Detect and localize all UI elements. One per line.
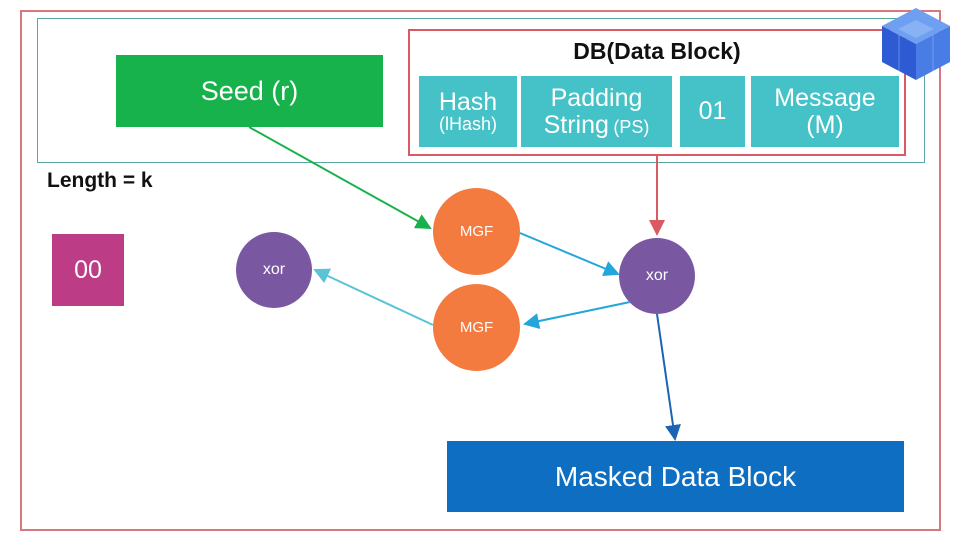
xor-to-mgf-arrow (523, 301, 631, 329)
string-cell-label: String (543, 110, 609, 139)
message-cell-sub: (M) (806, 110, 844, 139)
data-block-title: DB(Data Block) (573, 38, 741, 64)
hash-cell-label: Hash (438, 87, 498, 116)
separator-01-label: 01 (698, 97, 727, 126)
cube-logo-icon (878, 6, 954, 82)
mgf-bottom-node: MGF (433, 284, 520, 371)
seed-to-mgf-arrow (248, 126, 432, 229)
mgf-top-node: MGF (433, 188, 520, 275)
zero-byte-box: 00 (52, 234, 124, 306)
ps-cell-sub: (PS) (613, 116, 650, 137)
length-label: Length = k (47, 169, 153, 192)
outer-frame (20, 10, 941, 531)
seed-box: Seed (r) (116, 55, 383, 127)
hash-cell: Hash (lHash) (419, 76, 517, 147)
padding-cell-label: Padding (550, 84, 643, 113)
padding-string-cell: Padding String (PS) (521, 76, 672, 147)
message-cell: Message (M) (751, 76, 899, 147)
data-block-frame (408, 29, 906, 156)
xor-to-masked-arrow (656, 313, 681, 441)
masked-data-block: Masked Data Block (447, 441, 904, 512)
top-frame (37, 18, 925, 163)
message-cell-label: Message (774, 84, 876, 113)
separator-01-cell: 01 (680, 76, 745, 147)
mgf-to-xor-left-arrow (313, 268, 434, 326)
xor-right-node: xor (619, 238, 695, 314)
hash-cell-sub: (lHash) (438, 114, 497, 135)
xor-left-node: xor (236, 232, 312, 308)
mgf-to-xor-arrow (519, 232, 620, 276)
